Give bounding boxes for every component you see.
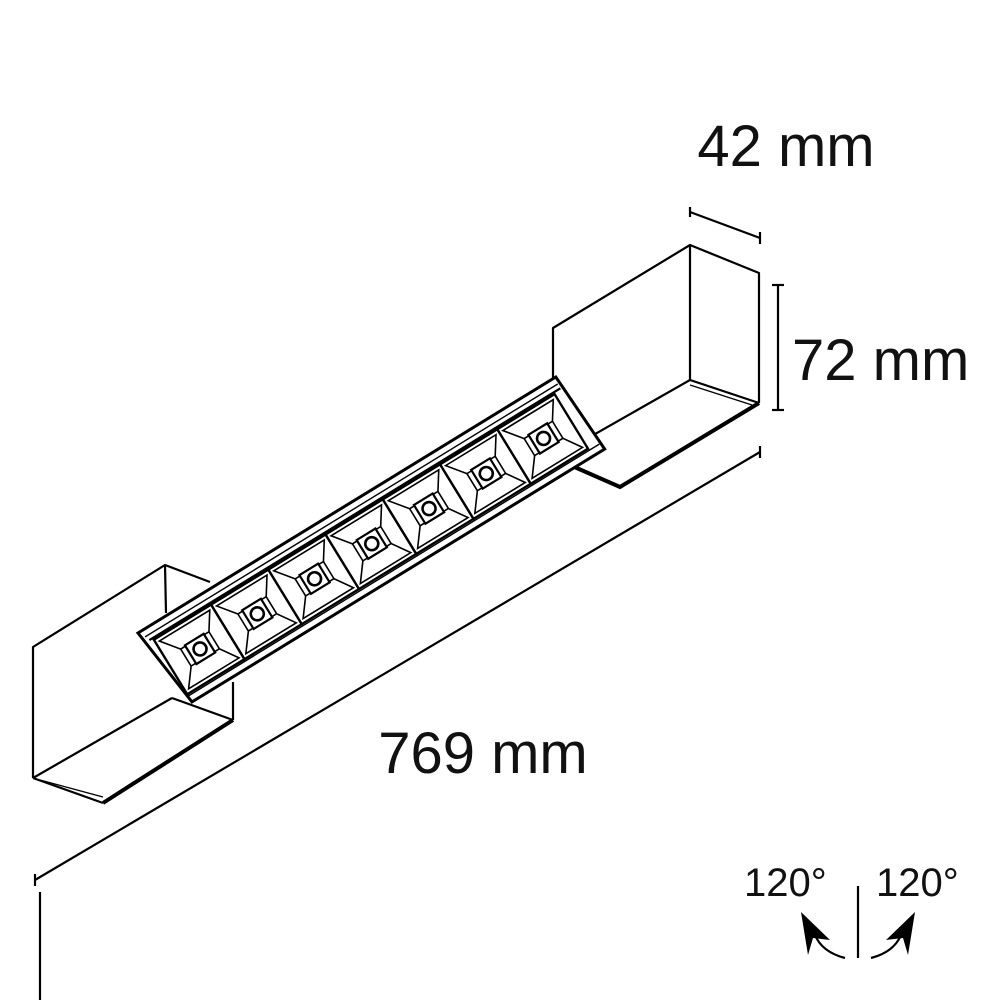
- left-housing-box: [31, 563, 235, 805]
- led-cell: [495, 392, 590, 486]
- led-cell: [381, 462, 476, 556]
- depth-label: 42 mm: [697, 114, 874, 179]
- led-module: [135, 374, 607, 704]
- height-label: 72 mm: [792, 328, 969, 393]
- led-lens: [249, 606, 266, 622]
- led-lens: [421, 500, 437, 517]
- length-dimension: [33, 446, 762, 1000]
- led-cell: [209, 567, 304, 661]
- length-label: 769 mm: [378, 721, 588, 786]
- led-cell: [323, 497, 418, 591]
- rotation-right-label: 120°: [876, 861, 959, 905]
- led-lens: [478, 465, 495, 482]
- led-cell: [438, 427, 533, 521]
- right-housing-box: [551, 243, 761, 490]
- led-lens: [363, 535, 380, 552]
- rotation-left-label: 120°: [744, 861, 827, 905]
- led-lens: [192, 641, 208, 657]
- led-cell: [266, 532, 361, 626]
- rotate-left-arrow-icon: [801, 912, 846, 960]
- rotate-right-arrow-icon: [870, 912, 915, 960]
- depth-dimension: [688, 207, 762, 244]
- led-lens: [306, 570, 323, 587]
- height-dimension: [772, 283, 784, 412]
- led-lens: [535, 430, 552, 447]
